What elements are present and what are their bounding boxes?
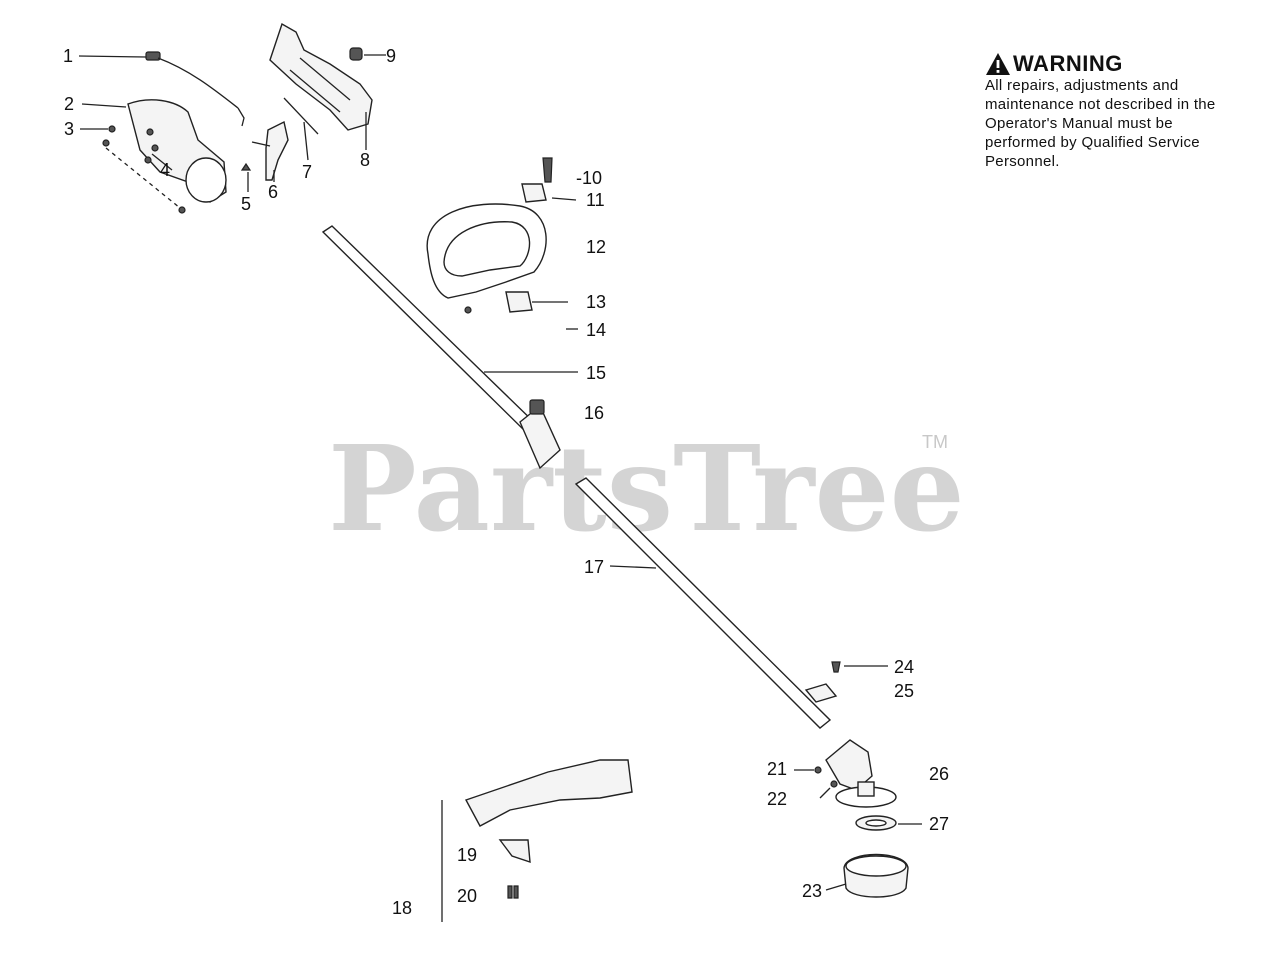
part-1-throttle-cable[interactable] [145,51,245,127]
callout-17: 17 [584,557,604,577]
callout-22: 22 [767,789,787,809]
part-14-nut[interactable] [464,306,472,314]
callout-18: 18 [392,898,412,918]
part-8-handle-housing[interactable] [269,22,373,131]
leader-lines [78,54,922,891]
part-25-clamp[interactable] [804,683,838,703]
part-20-screws[interactable] [507,885,519,899]
callout-14: 14 [586,320,606,340]
part-5-pin[interactable] [240,162,252,171]
warning-text: All repairs, adjustments and maintenance… [985,77,1216,170]
callout-8: 8 [360,150,370,170]
part-22-washer[interactable] [830,780,838,788]
part-27-spool-washer[interactable] [855,815,897,831]
part-2-engine-cover[interactable] [127,99,227,203]
callout-27: 27 [929,814,949,834]
part-19-blade[interactable] [498,839,531,864]
part-11-clamp[interactable] [521,183,547,203]
callout-5: 5 [241,194,251,214]
callout-4: 4 [160,160,170,180]
callout-16: 16 [584,403,604,423]
part-9-nut[interactable] [349,47,363,61]
part-3-screw[interactable] [108,125,116,133]
part-17-lower-shaft[interactable] [574,477,832,729]
callout-19: 19 [457,845,477,865]
warning-notice: WARNING All repairs, adjustments and mai… [985,52,1265,171]
callout-2: 2 [64,94,74,114]
part-10-bolt[interactable] [542,157,553,183]
watermark: PartsTree TM [328,419,965,558]
callout-11: 11 [586,190,605,210]
part-6-throttle-trigger[interactable] [251,120,289,181]
part-4-screw-set[interactable] [102,139,186,214]
part-16-coupler[interactable] [519,399,561,470]
callout-labels: 1 2 3 4 5 6 7 8 9 -10 11 12 13 14 15 16 … [63,46,949,918]
part-13-handle-clamp[interactable] [505,291,533,313]
callout-21: 21 [767,759,787,779]
watermark-brand: PartsTree [328,419,965,558]
part-12-loop-handle[interactable] [426,203,547,299]
callout-24: 24 [894,657,914,677]
part-7-spring[interactable] [283,97,319,135]
part-18-shield-assembly[interactable] [441,759,633,922]
part-26-gearhead[interactable] [825,739,897,808]
callout-7: 7 [302,162,312,182]
part-24-screw[interactable] [831,661,841,673]
part-23-trimmer-head[interactable] [843,853,909,898]
callout-23: 23 [802,881,822,901]
watermark-trademark: TM [922,432,948,452]
callout-13: 13 [586,292,606,312]
callout-20: 20 [457,886,477,906]
callout-15: 15 [586,363,606,383]
warning-title: WARNING [1013,51,1123,76]
warning-triangle-icon [986,53,1010,75]
callout-9: 9 [386,46,396,66]
callout-6: 6 [268,182,278,202]
callout-3: 3 [64,119,74,139]
part-21-nut[interactable] [814,766,822,774]
callout-1: 1 [63,46,73,66]
callout-25: 25 [894,681,914,701]
callout-10: -10 [576,168,602,188]
callout-12: 12 [586,237,606,257]
callout-26: 26 [929,764,949,784]
